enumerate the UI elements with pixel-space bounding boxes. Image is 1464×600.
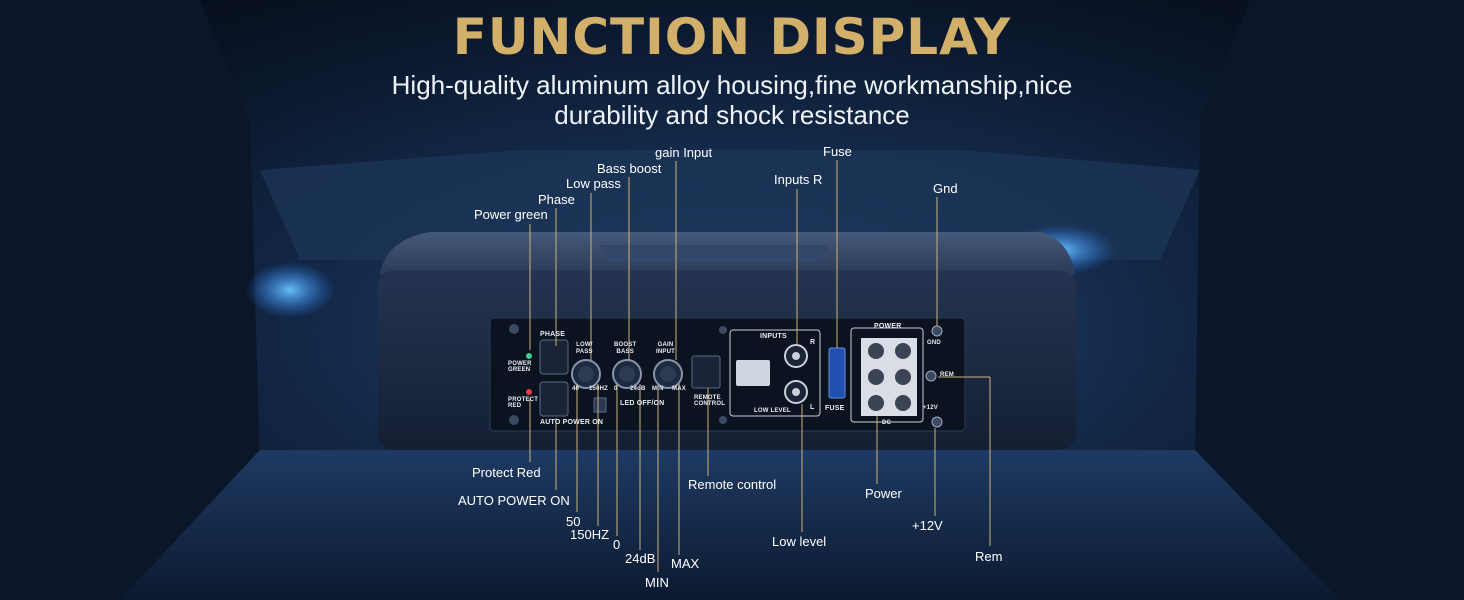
panel-low-level-label: LOW LEVEL [754,408,791,414]
panel-remote-control-label: REMOTE CONTROL [694,395,726,407]
panel-inputs-label: INPUTS [760,333,787,340]
subtitle-line-1: High-quality aluminum alloy housing,fine… [391,70,1073,100]
panel-input-l-label: L [810,404,815,411]
callout-inputs-r: Inputs R [774,172,823,187]
panel-boost-bass-label: BOOST BASS [614,342,637,355]
auto-power-switch[interactable] [539,381,569,417]
low-level-connector[interactable] [736,360,770,386]
panel-gain-min-label: MIN [652,386,664,392]
callout-low-level: Low level [772,534,827,549]
panel-dc-label: DC [882,420,892,426]
screw-icon [719,326,727,334]
screw-icon [509,415,519,425]
callout-boost-0: 0 [613,537,621,552]
plus12v-terminal[interactable] [931,416,943,428]
led-toggle-switch[interactable] [593,397,607,413]
terminal-screw-icon [868,369,884,385]
left-ambient-light [245,262,335,318]
callout-remote-control: Remote control [688,477,777,492]
callout-protect-red: Protect Red [472,465,541,480]
panel-led-off-on-label: LED OFF/ON [620,400,665,407]
gain-knob[interactable] [653,359,683,389]
panel-gain-input-label: GAIN INPUT [656,342,675,355]
right-trunk-wall [1195,0,1464,600]
power-section [850,327,924,423]
power-led-icon [526,353,532,359]
fuse[interactable] [828,347,846,399]
callout-bass-boost: Bass boost [597,161,662,176]
panel-power-green-label: POWER GREEN [508,361,532,373]
callout-auto-power-on: AUTO POWER ON [458,493,570,508]
callout-power: Power [865,486,902,501]
terminal-screw-icon [868,395,884,411]
inputs-section [729,329,821,417]
input-r-rca[interactable] [784,344,808,368]
panel-boost-max-label: 24dB [630,386,646,392]
callout-freq-150: 150HZ [570,527,610,542]
phase-switch[interactable] [539,339,569,375]
panel-freq-min-label: 40 [572,386,580,392]
subtitle-line-2: durability and shock resistance [554,100,910,130]
panel-power-label: POWER [874,323,902,330]
page-title: FUNCTION DISPLAY [452,8,1012,66]
callout-gain-min: MIN [645,575,669,590]
gnd-terminal[interactable] [931,325,943,337]
panel-boost-min-label: 0 [614,386,618,392]
callout-power-green: Power green [474,207,548,222]
terminal-screw-icon [868,343,884,359]
panel-low-pass-label: LOW/ PASS [576,342,593,355]
screw-icon [719,416,727,424]
terminal-screw-icon [895,395,911,411]
bass-boost-knob[interactable] [612,359,642,389]
control-panel-plate [489,317,966,432]
callout-plus12v: +12V [912,518,943,533]
rem-terminal[interactable] [925,370,937,382]
panel-input-r-label: R [810,339,816,346]
callout-phase: Phase [538,192,575,207]
panel-freq-max-label: 150HZ [589,386,609,392]
callout-low-pass: Low pass [566,176,621,191]
callout-gnd: Gnd [933,181,958,196]
low-pass-knob[interactable] [571,359,601,389]
panel-phase-label: PHASE [540,331,566,338]
callout-fuse: Fuse [823,144,852,159]
callout-boost-24: 24dB [625,551,656,566]
panel-protect-red-label: PROTECT RED [508,397,539,409]
callout-gain-input: gain Input [655,145,713,160]
callout-lines [529,160,991,572]
callout-rem: Rem [975,549,1003,564]
remote-control-port[interactable] [691,355,721,389]
subwoofer-grille [600,245,830,262]
page-subtitle: High-quality aluminum alloy housing,fine… [332,70,1132,130]
panel-fuse-label: FUSE [825,405,845,412]
trunk-floor [120,450,1340,600]
panel-gain-max-label: MAX [672,386,686,392]
callout-gain-max: MAX [671,556,700,571]
input-l-rca[interactable] [784,380,808,404]
left-trunk-wall [0,0,260,600]
protect-led-icon [526,389,532,395]
screw-icon [509,324,519,334]
terminal-screw-icon [895,369,911,385]
panel-rem-label: REM [940,372,954,378]
terminal-screw-icon [895,343,911,359]
panel-auto-power-on-label: AUTO POWER ON [540,419,604,426]
panel-plus12v-label: +12V [923,405,938,411]
callout-freq-50: 50 [566,514,581,529]
panel-gnd-label: GND [927,340,941,346]
